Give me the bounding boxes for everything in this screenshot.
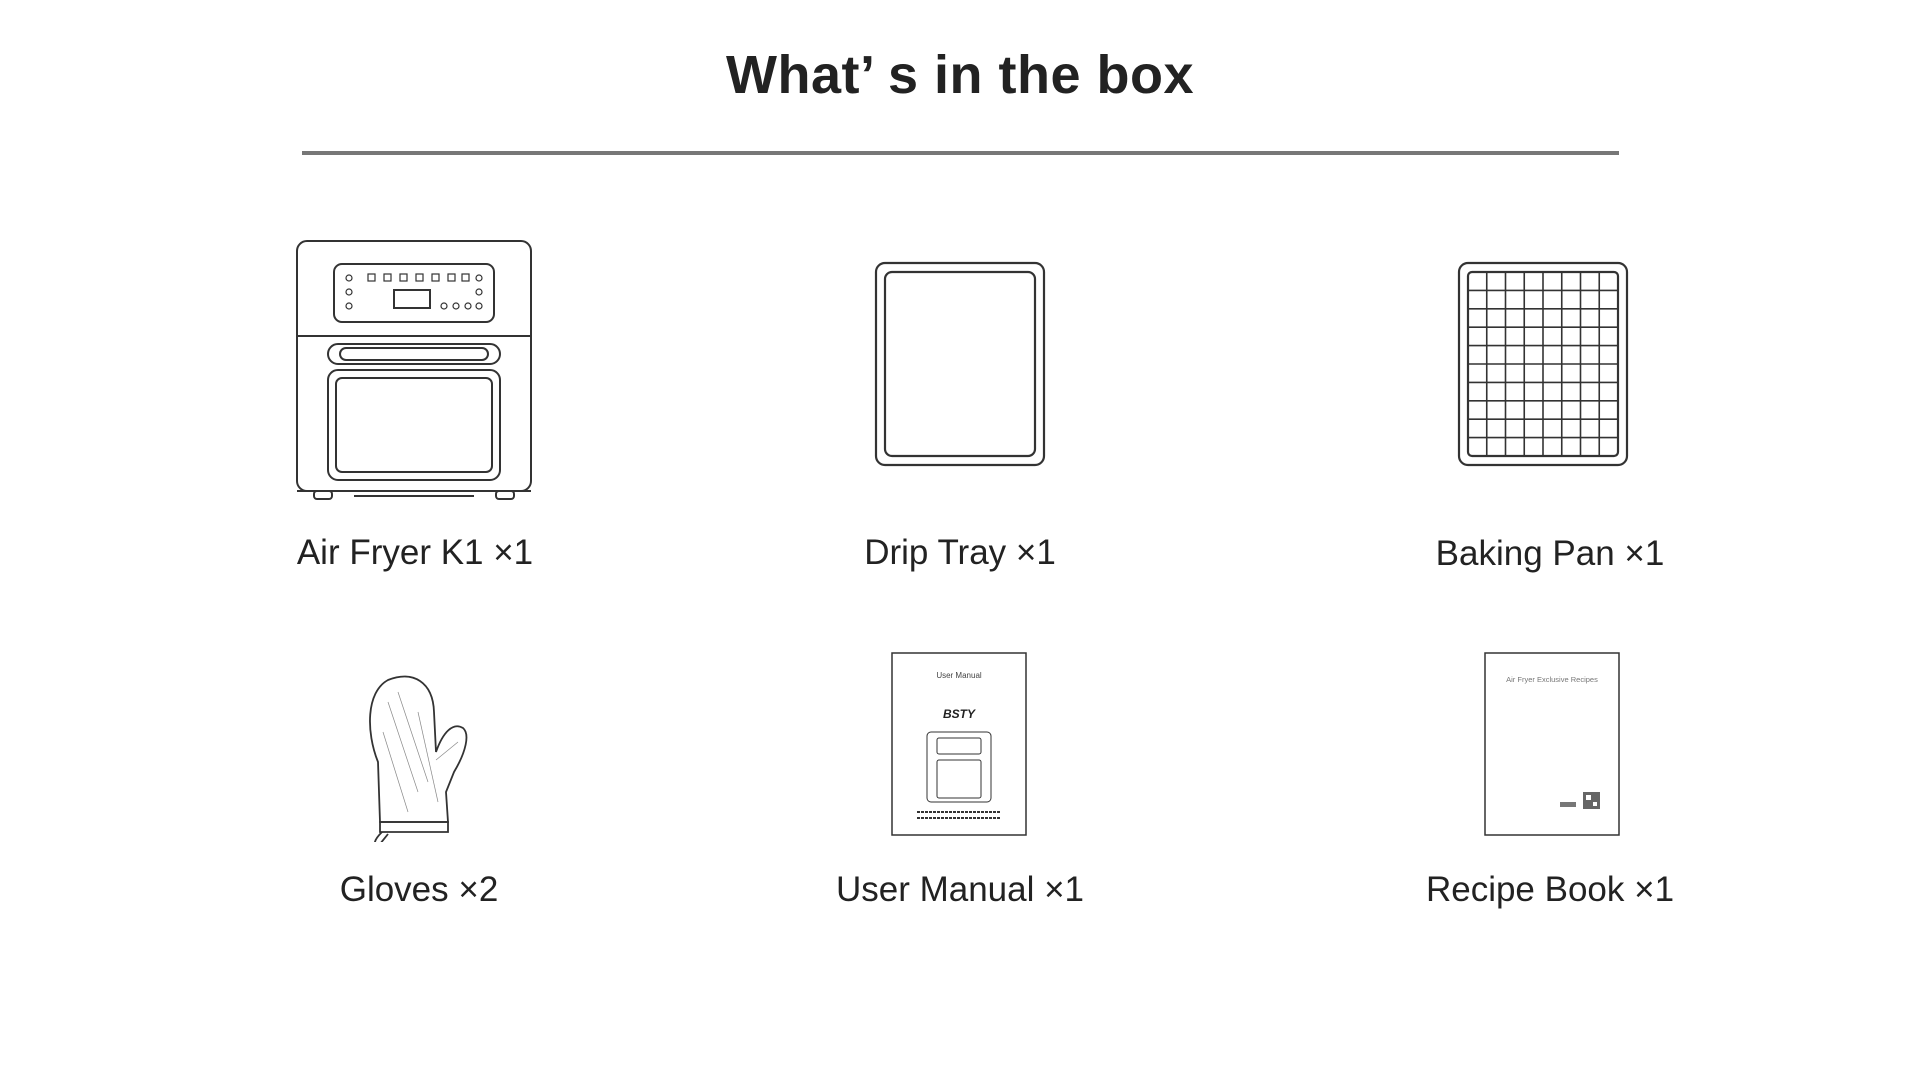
drip-tray-illustration: [710, 261, 1210, 467]
item-label-baking-pan: Baking Pan ×1: [1435, 534, 1665, 573]
page-title: What’ s in the box: [725, 45, 1195, 105]
glove-illustration: [168, 672, 668, 842]
recipe-cover-title: Air Fryer Exclusive Recipes: [1506, 675, 1598, 684]
recipe-book-illustration: Air Fryer Exclusive Recipes: [1484, 652, 1620, 836]
baking-pan-illustration: [1293, 261, 1793, 467]
item-label-recipe-book: Recipe Book ×1: [1425, 870, 1675, 909]
item-label-gloves: Gloves ×2: [339, 870, 499, 909]
air-fryer-illustration: [164, 238, 664, 508]
user-manual-illustration: User Manual BSTY: [891, 652, 1027, 836]
item-label-user-manual: User Manual ×1: [835, 870, 1085, 909]
item-label-air-fryer: Air Fryer K1 ×1: [296, 533, 534, 572]
title-divider: [302, 151, 1619, 155]
manual-cover-title: User Manual: [936, 671, 982, 680]
item-label-drip-tray: Drip Tray ×1: [864, 533, 1056, 572]
manual-cover-brand: BSTY: [943, 707, 976, 721]
